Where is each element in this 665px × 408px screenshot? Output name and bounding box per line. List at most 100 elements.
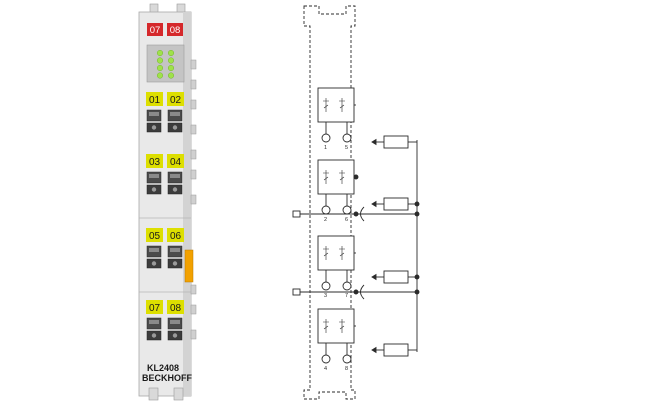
- spring-highlight: [149, 174, 159, 178]
- terminal-point-number-left: 4: [324, 366, 327, 372]
- spring-highlight: [170, 174, 180, 178]
- terminal-point-number-left: 3: [324, 293, 327, 299]
- channel-label: 08: [170, 303, 182, 314]
- wire-entry-hole: [151, 333, 157, 338]
- channel-label: 02: [170, 95, 182, 106]
- wire-entry-hole: [172, 261, 178, 266]
- terminal-point-left: [321, 281, 331, 291]
- channel-label: 04: [170, 157, 182, 168]
- status-led: [156, 64, 163, 71]
- led-label-right-bg: [167, 23, 183, 36]
- spring-highlight: [170, 112, 180, 116]
- wire-entry-hole: [172, 333, 178, 338]
- channel-group: 05 06: [146, 228, 184, 269]
- load-resistor: [383, 343, 409, 357]
- load-resistor: [383, 135, 409, 149]
- rail-junction-lower: [353, 289, 359, 295]
- output-arrow: [371, 346, 377, 354]
- output-arrow: [371, 273, 377, 281]
- channel-label: 01: [149, 95, 161, 106]
- housing-seams: [139, 217, 191, 293]
- channel-label-bg: [167, 228, 184, 242]
- channel-group: 01 02: [146, 92, 184, 133]
- output-stage-symbol-right: [339, 319, 345, 333]
- output-stage-symbol-left: [323, 319, 329, 333]
- spring-highlight: [149, 320, 159, 324]
- spring-highlight: [170, 320, 180, 324]
- side-contacts: [190, 59, 197, 340]
- wire-entry-hole: [172, 125, 178, 130]
- output-stage-symbol-right: [339, 246, 345, 260]
- channel-label-bg: [167, 300, 184, 314]
- bottom-clip-left: [148, 387, 159, 401]
- spring-highlight: [149, 248, 159, 252]
- spring-highlight: [149, 112, 159, 116]
- terminal-point-left: [321, 354, 331, 364]
- wire-entry-hole: [151, 187, 157, 192]
- bus-junction-upper: [414, 211, 420, 217]
- bus-junction-lower: [414, 289, 420, 295]
- output-stage-box: [317, 87, 355, 123]
- status-led: [167, 64, 174, 71]
- channel-label-bg: [146, 154, 163, 168]
- led-window: [146, 44, 185, 83]
- terminal-point-left: [321, 205, 331, 215]
- terminal-point-right: [342, 354, 352, 364]
- channel-label: 05: [149, 231, 161, 242]
- terminal-point-number-right: 6: [345, 217, 348, 223]
- terminal-point-number-left: 2: [324, 217, 327, 223]
- channel-label: 07: [149, 303, 161, 314]
- terminal-point-left: [321, 133, 331, 143]
- housing-side-shade: [183, 12, 191, 396]
- rail-junction-upper: [353, 211, 359, 217]
- output-stage-symbol-left: [323, 98, 329, 112]
- bottom-clip-right: [173, 387, 184, 401]
- channel-label: 06: [170, 231, 182, 242]
- channel-label-bg: [146, 92, 163, 106]
- spring-highlight: [170, 248, 180, 252]
- channel-label-bg: [167, 92, 184, 106]
- output-arrow: [371, 138, 377, 146]
- output-stage-symbol-right: [339, 170, 345, 184]
- status-led: [167, 57, 174, 64]
- brand-name: BECKHOFF: [142, 373, 192, 383]
- terminal-point-number-right: 5: [345, 145, 348, 151]
- output-arrow: [371, 200, 377, 208]
- channel-label-bg: [146, 228, 163, 242]
- load-resistor: [383, 270, 409, 284]
- status-led: [167, 72, 174, 79]
- status-led: [167, 50, 174, 57]
- output-stage-symbol-left: [323, 170, 329, 184]
- channel-label-bg: [167, 154, 184, 168]
- terminal-point-number-left: 1: [324, 145, 327, 151]
- channel-label-bg: [146, 300, 163, 314]
- output-junction: [353, 174, 359, 180]
- model-name: KL2408: [147, 363, 179, 373]
- terminal-point-right: [342, 281, 352, 291]
- terminal-point-number-right: 7: [345, 293, 348, 299]
- output-stage-box: [317, 235, 355, 271]
- wire-entry-hole: [172, 187, 178, 192]
- output-stage-box: [317, 308, 355, 344]
- power-contact-lower: [292, 288, 301, 296]
- channel-group: 07 08: [146, 300, 184, 341]
- output-stage-box: [317, 159, 355, 195]
- status-led: [156, 57, 163, 64]
- bus-junction: [414, 201, 420, 207]
- load-resistor: [383, 197, 409, 211]
- output-stage-symbol-right: [339, 98, 345, 112]
- power-contact-upper: [292, 210, 301, 218]
- wire-entry-hole: [151, 125, 157, 130]
- output-stage-symbol-left: [323, 246, 329, 260]
- terminal-point-right: [342, 133, 352, 143]
